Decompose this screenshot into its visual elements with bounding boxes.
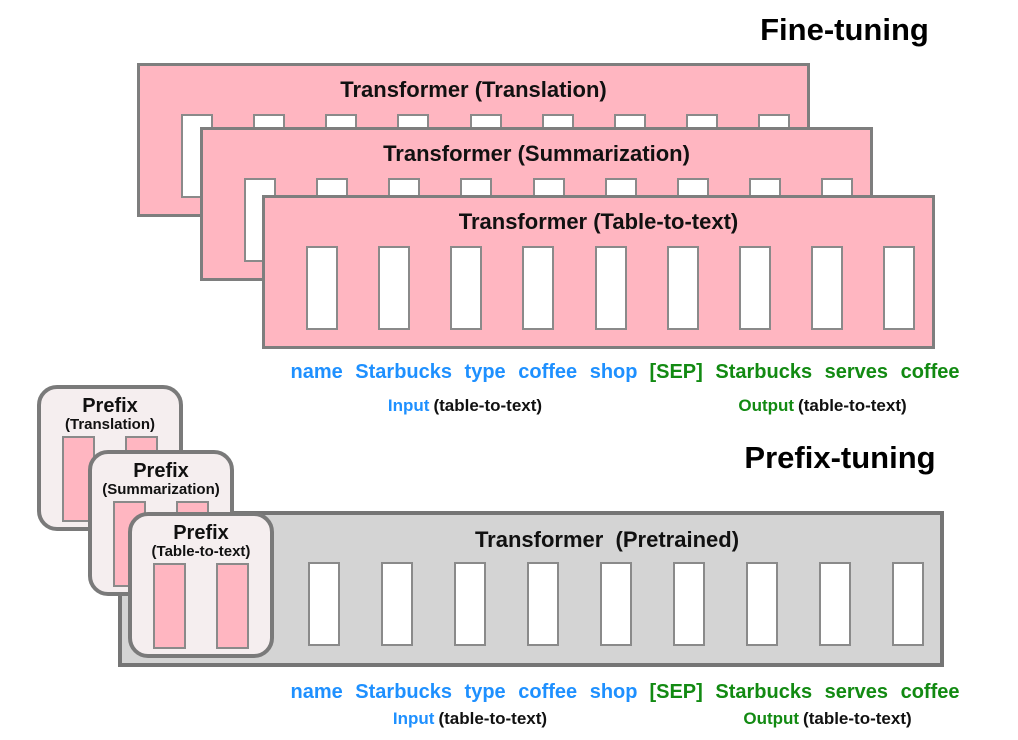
output-label: Output [743, 709, 800, 728]
token-slot [308, 562, 340, 646]
output-tokens: [SEP] Starbucks serves coffee [649, 681, 960, 703]
token-slot [306, 246, 338, 330]
token-row [306, 246, 915, 330]
token-slot [810, 246, 843, 330]
token-sequence-bottom: name Starbucks type coffee shop [SEP] Sta… [275, 681, 975, 704]
token-slot [819, 562, 851, 646]
token-slot [600, 562, 632, 646]
token-slot [594, 246, 627, 330]
prefix-bar-row [132, 563, 270, 649]
output-annotation-bottom: Output(table-to-text) [700, 709, 955, 729]
pretrained-transformer-label: Transformer (Pretrained) [474, 527, 740, 552]
input-context: (table-to-text) [438, 709, 548, 728]
token-row [308, 562, 924, 646]
prefix-box-subtitle: (Summarization) [102, 481, 220, 498]
token-slot [738, 246, 771, 330]
input-annotation-bottom: Input(table-to-text) [345, 709, 595, 729]
transformer-box-label: Transformer (Table-to-text) [458, 209, 739, 234]
token-slot [381, 562, 413, 646]
token-slot [883, 246, 915, 330]
prefix-bar [216, 563, 249, 649]
token-slot [666, 246, 699, 330]
transformer-box-label: Transformer (Summarization) [383, 141, 690, 166]
fine-tuning-title: Fine-tuning [760, 12, 929, 47]
transformer-box-table-to-text: Transformer (Table-to-text) [262, 195, 935, 349]
prefix-box-subtitle: (Table-to-text) [151, 543, 251, 560]
transformer-box-label: Transformer (Translation) [340, 77, 607, 102]
prefix-tuning-title: Prefix-tuning [744, 440, 936, 475]
output-label: Output [738, 396, 795, 415]
prefix-bar [153, 563, 186, 649]
token-slot [673, 562, 705, 646]
prefix-box-table-to-text: Prefix (Table-to-text) [128, 512, 274, 658]
prefix-box-title: Prefix [173, 522, 229, 544]
input-tokens: name Starbucks type coffee shop [290, 681, 638, 703]
prefix-box-title: Prefix [133, 460, 189, 482]
token-slot [378, 246, 411, 330]
token-slot [746, 562, 778, 646]
token-slot [450, 246, 483, 330]
output-annotation-top: Output(table-to-text) [695, 396, 950, 416]
token-slot [522, 246, 555, 330]
prefix-box-title: Prefix [82, 395, 138, 417]
output-tokens: [SEP] Starbucks serves coffee [649, 361, 960, 383]
output-context: (table-to-text) [798, 396, 907, 415]
input-context: (table-to-text) [433, 396, 543, 415]
output-context: (table-to-text) [803, 709, 912, 728]
prefix-box-subtitle: (Translation) [64, 416, 155, 433]
token-sequence-top: name Starbucks type coffee shop [SEP] Sta… [275, 361, 975, 384]
input-annotation-top: Input(table-to-text) [340, 396, 590, 416]
input-tokens: name Starbucks type coffee shop [290, 361, 638, 383]
token-slot [527, 562, 559, 646]
input-label: Input [392, 709, 435, 728]
token-slot [454, 562, 486, 646]
token-slot [892, 562, 924, 646]
input-label: Input [387, 396, 430, 415]
